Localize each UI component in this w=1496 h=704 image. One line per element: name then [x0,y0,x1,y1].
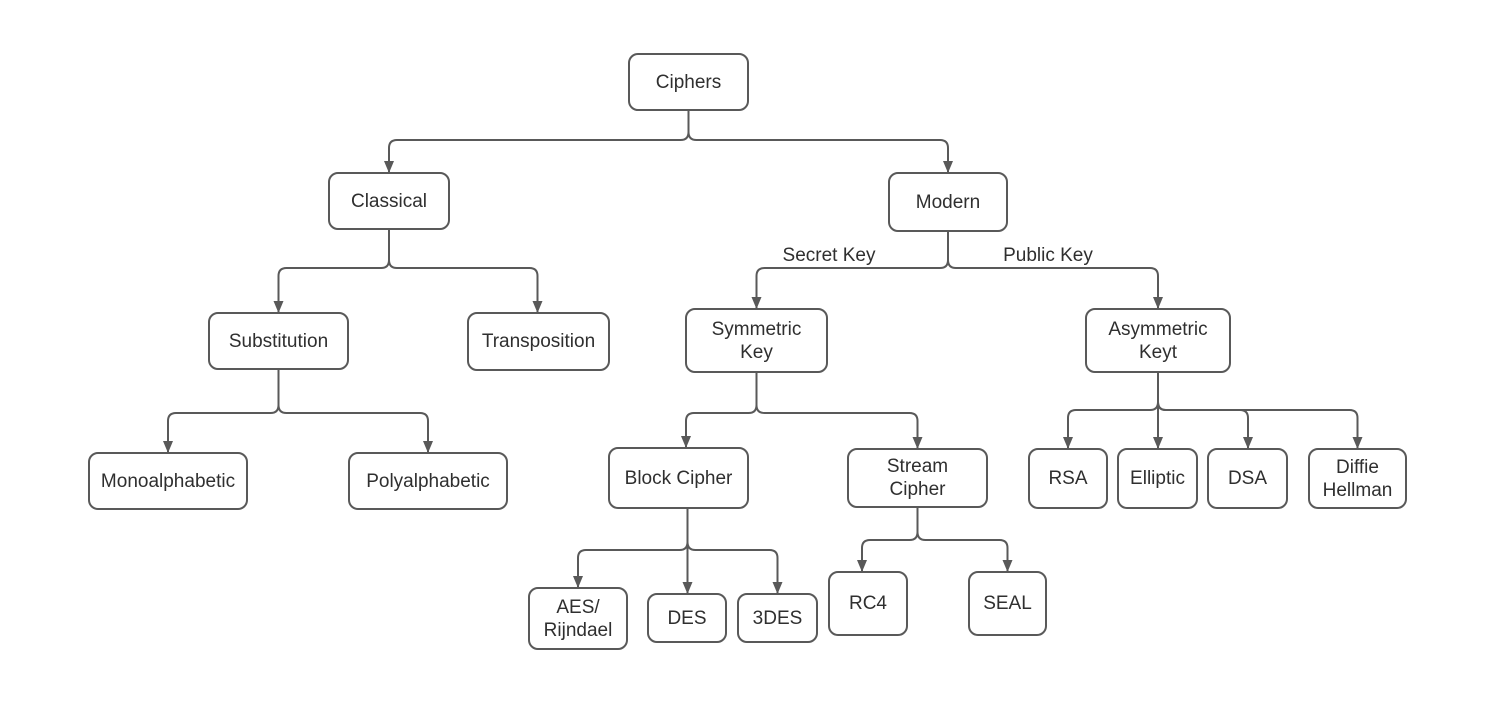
node-label-3des: 3DES [752,607,803,629]
node-substitution: Substitution [208,312,349,370]
node-modern: Modern [888,172,1008,232]
node-transposition: Transposition [467,312,610,371]
node-stream-cipher: Stream Cipher [847,448,988,508]
node-label-block-cipher: Block Cipher [624,467,733,489]
node-elliptic: Elliptic [1117,448,1198,509]
node-symmetric-key: Symmetric Key [685,308,828,373]
node-dsa: DSA [1207,448,1288,509]
node-aes-rijndael: AES/ Rijndael [528,587,628,650]
node-classical: Classical [328,172,450,230]
node-label-seal: SEAL [983,593,1032,614]
node-label-substitution: Substitution [228,330,329,352]
node-label-rc4: RC4 [848,593,887,614]
node-rsa: RSA [1028,448,1108,509]
edge-stream-cipher-to-rc4 [857,508,919,572]
node-label-des: DES [667,607,707,629]
node-label-diffie-hellman: Diffie Hellman [1322,456,1393,501]
node-label-modern: Modern [915,191,981,213]
edge-ciphers-to-classical [384,111,690,173]
node-des: DES [647,593,727,643]
node-label-elliptic: Elliptic [1130,468,1185,489]
edge-symmetric-key-to-stream-cipher [755,373,923,449]
edge-block-cipher-to-aes-rijndael [573,509,689,588]
node-label-dsa: DSA [1227,468,1268,489]
node-seal: SEAL [968,571,1047,636]
node-label-stream-cipher: Stream Cipher [886,456,949,500]
edge-classical-to-substitution [273,230,390,313]
edge-block-cipher-to-3des [686,509,783,594]
node-label-symmetric-key: Symmetric Key [711,318,802,363]
node-monoalphabetic: Monoalphabetic [88,452,248,510]
edge-stream-cipher-to-seal [916,508,1013,572]
node-label-rsa: RSA [1048,468,1088,489]
node-block-cipher: Block Cipher [608,447,749,509]
node-label-asymmetric-keyt: Asymmetric Keyt [1108,318,1208,363]
edge-substitution-to-monoalphabetic [163,370,280,453]
node-label-monoalphabetic: Monoalphabetic [100,470,236,492]
node-rc4: RC4 [828,571,908,636]
node-polyalphabetic: Polyalphabetic [348,452,508,510]
edge-modern-to-asymmetric-keyt [947,232,1163,309]
edge-substitution-to-polyalphabetic [277,370,433,453]
node-ciphers: Ciphers [628,53,749,111]
node-label-classical: Classical [350,190,428,212]
node-label-polyalphabetic: Polyalphabetic [366,470,490,492]
node-label-transposition: Transposition [481,331,596,352]
edge-symmetric-key-to-block-cipher [681,373,758,448]
edge-asymmetric-keyt-to-diffie-hellman [1157,373,1363,449]
node-diffie-hellman: Diffie Hellman [1308,448,1407,509]
node-asymmetric-keyt: Asymmetric Keyt [1085,308,1231,373]
edge-label-secret-key: Secret Key [779,245,879,267]
edge-ciphers-to-modern [687,111,953,173]
edge-label-public-key: Public Key [1000,245,1096,267]
edge-modern-to-symmetric-key [751,232,949,309]
edge-asymmetric-keyt-to-rsa [1063,373,1159,449]
node-label-ciphers: Ciphers [655,71,722,93]
node-3des: 3DES [737,593,818,643]
node-label-aes-rijndael: AES/ Rijndael [543,596,613,641]
edge-classical-to-transposition [388,230,543,313]
